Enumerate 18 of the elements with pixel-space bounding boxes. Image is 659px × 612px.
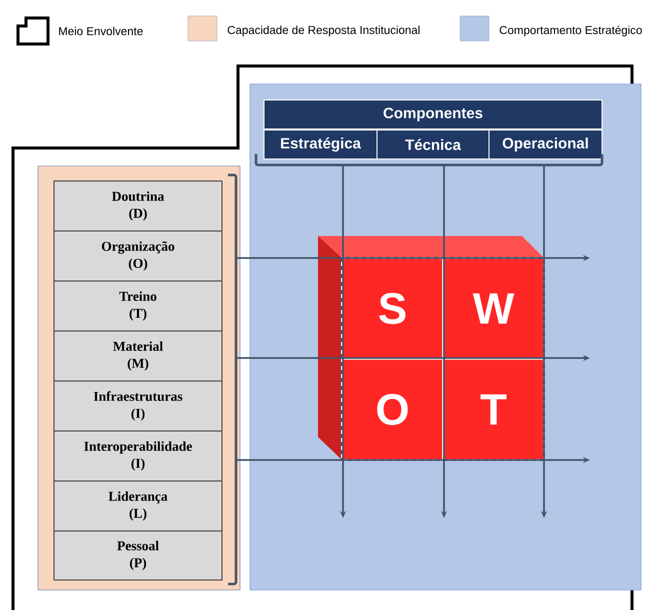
swot-cell: S	[341, 257, 444, 360]
list-cell: Liderança (L)	[54, 480, 222, 532]
column-header: Operacional	[488, 130, 602, 160]
list-cell: Treino (T)	[54, 280, 222, 332]
list-cell: Pessoal (P)	[54, 530, 222, 580]
column-header: Técnica	[376, 130, 490, 160]
swot-cell: O	[341, 358, 444, 461]
column-header: Estratégica	[264, 130, 378, 160]
swot-cell: T	[442, 358, 545, 461]
legend-text: Meio Envolvente	[59, 26, 143, 36]
list-cell: Infraestruturas (I)	[54, 380, 222, 432]
list-cell: Organização (O)	[54, 230, 222, 282]
list-cell: Interoperabilidade (I)	[54, 430, 222, 482]
swot-cell: W	[442, 257, 545, 360]
legend-text: Capacidade de Resposta Institucional	[228, 26, 420, 36]
list-cell: Doutrina (D)	[54, 180, 222, 232]
legend-text: Comportamento Estratégico	[500, 26, 642, 36]
list-cell: Material (M)	[54, 330, 222, 382]
